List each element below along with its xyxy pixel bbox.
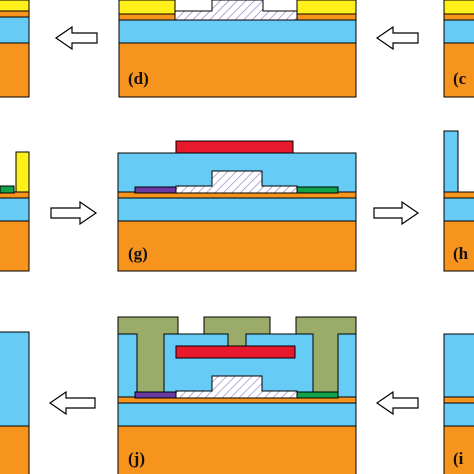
- arrow-top-left: [54, 25, 98, 51]
- panel-label-h: (h: [453, 244, 469, 263]
- panel-top-left-partial: [0, 0, 30, 98]
- panel-h-partial: (h: [443, 130, 474, 272]
- arrow-middle-right: [373, 200, 420, 226]
- arrow-top-right: [375, 25, 419, 51]
- panel-c-partial: (c: [443, 0, 474, 98]
- panel-g: (g): [117, 140, 357, 272]
- arrow-middle-left: [50, 200, 98, 226]
- panel-label-g: (g): [128, 244, 148, 263]
- panel-label-j: (j): [128, 449, 145, 468]
- panel-i-partial: (i: [443, 333, 474, 474]
- arrow-bottom-right: [375, 390, 419, 416]
- panel-label-d: (d): [128, 69, 149, 88]
- arrow-bottom-left: [48, 390, 96, 416]
- panel-j: (j): [117, 316, 357, 474]
- panel-label-c: (c: [453, 69, 467, 88]
- panel-label-i: (i: [453, 449, 464, 468]
- panel-d: (d): [118, 0, 357, 98]
- panel-middle-left-partial: [0, 151, 30, 272]
- panel-bottom-left-partial: [0, 331, 30, 474]
